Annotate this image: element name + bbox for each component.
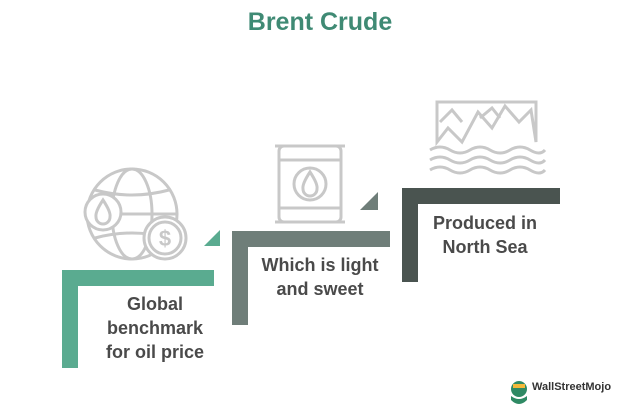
step-2-shape (232, 192, 390, 325)
svg-text:$: $ (159, 226, 171, 251)
brand-name: WallStreetMojo (532, 381, 612, 393)
step-1-label: Global benchmark for oil price (90, 292, 220, 364)
step-3-label: Produced in North Sea (420, 211, 550, 259)
step-2-label-line: Which is light (261, 255, 379, 275)
north-sea-icebergs-icon (429, 100, 547, 175)
step-1-label-line: for oil price (105, 342, 204, 362)
oil-barrel-icon (275, 144, 345, 224)
step-2-label: Which is light and sweet (250, 253, 390, 301)
step-3-label-line: Produced in (432, 213, 537, 233)
step-1-shape (62, 230, 220, 368)
page-title: Brent Crude (247, 8, 393, 36)
step-1-label-line: Global (126, 294, 183, 314)
globe-oil-dollar-icon: $ (83, 167, 188, 261)
wallstreetmojo-logo (511, 381, 527, 404)
step-3-shape (402, 188, 560, 282)
step-3-label-line: North Sea (442, 237, 528, 257)
step-2-label-line: and sweet (276, 279, 364, 299)
step-1-label-line: benchmark (106, 318, 204, 338)
